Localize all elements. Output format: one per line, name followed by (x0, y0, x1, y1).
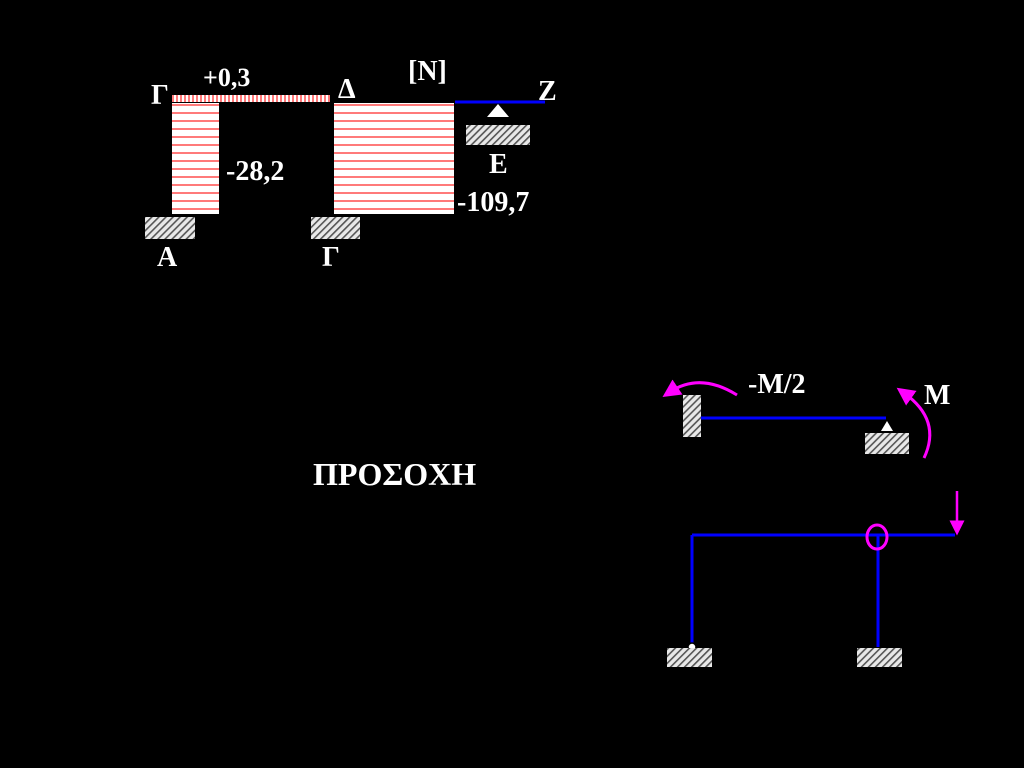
frame-support-right (857, 648, 902, 667)
moment-arrow-right (896, 387, 932, 459)
node-gamma-bottom-label: Γ (322, 242, 340, 273)
node-zeta-label: Z (538, 76, 557, 107)
column-left-hatch (172, 103, 219, 214)
moment-left-label: -M/2 (748, 369, 806, 400)
node-epsilon-label: E (489, 149, 508, 180)
support-gamma-bottom (311, 217, 360, 239)
column-right-hatch (334, 103, 454, 214)
joint-highlight-circle (865, 523, 889, 551)
support-e-base (466, 125, 530, 145)
value-beam-gd: +0,3 (203, 63, 250, 92)
support-a (145, 217, 195, 239)
node-delta-label: Δ (338, 74, 356, 105)
node-gamma-top-label: Γ (151, 80, 169, 111)
diagram-title: [N] (408, 56, 447, 87)
fixed-support-left (683, 395, 701, 437)
value-column-right: -109,7 (457, 187, 529, 218)
moment-right-label: M (924, 380, 950, 411)
moment-arrow-left (662, 379, 738, 397)
node-alpha-label: A (157, 242, 178, 273)
moment-sketch: -M/2 M (662, 369, 965, 667)
frame-support-left (667, 648, 712, 667)
axial-force-diagram: [N] Γ +0,3 Δ Z E -28,2 -109,7 A Γ (145, 56, 557, 273)
roller-support-upper (881, 421, 893, 431)
support-upper-base (865, 433, 909, 454)
warning-text: ΠΡΟΣΟΧΗ (313, 456, 476, 492)
beam-gd-hatch (172, 95, 330, 102)
value-column-left: -28,2 (226, 156, 284, 187)
roller-support-e (487, 104, 509, 117)
